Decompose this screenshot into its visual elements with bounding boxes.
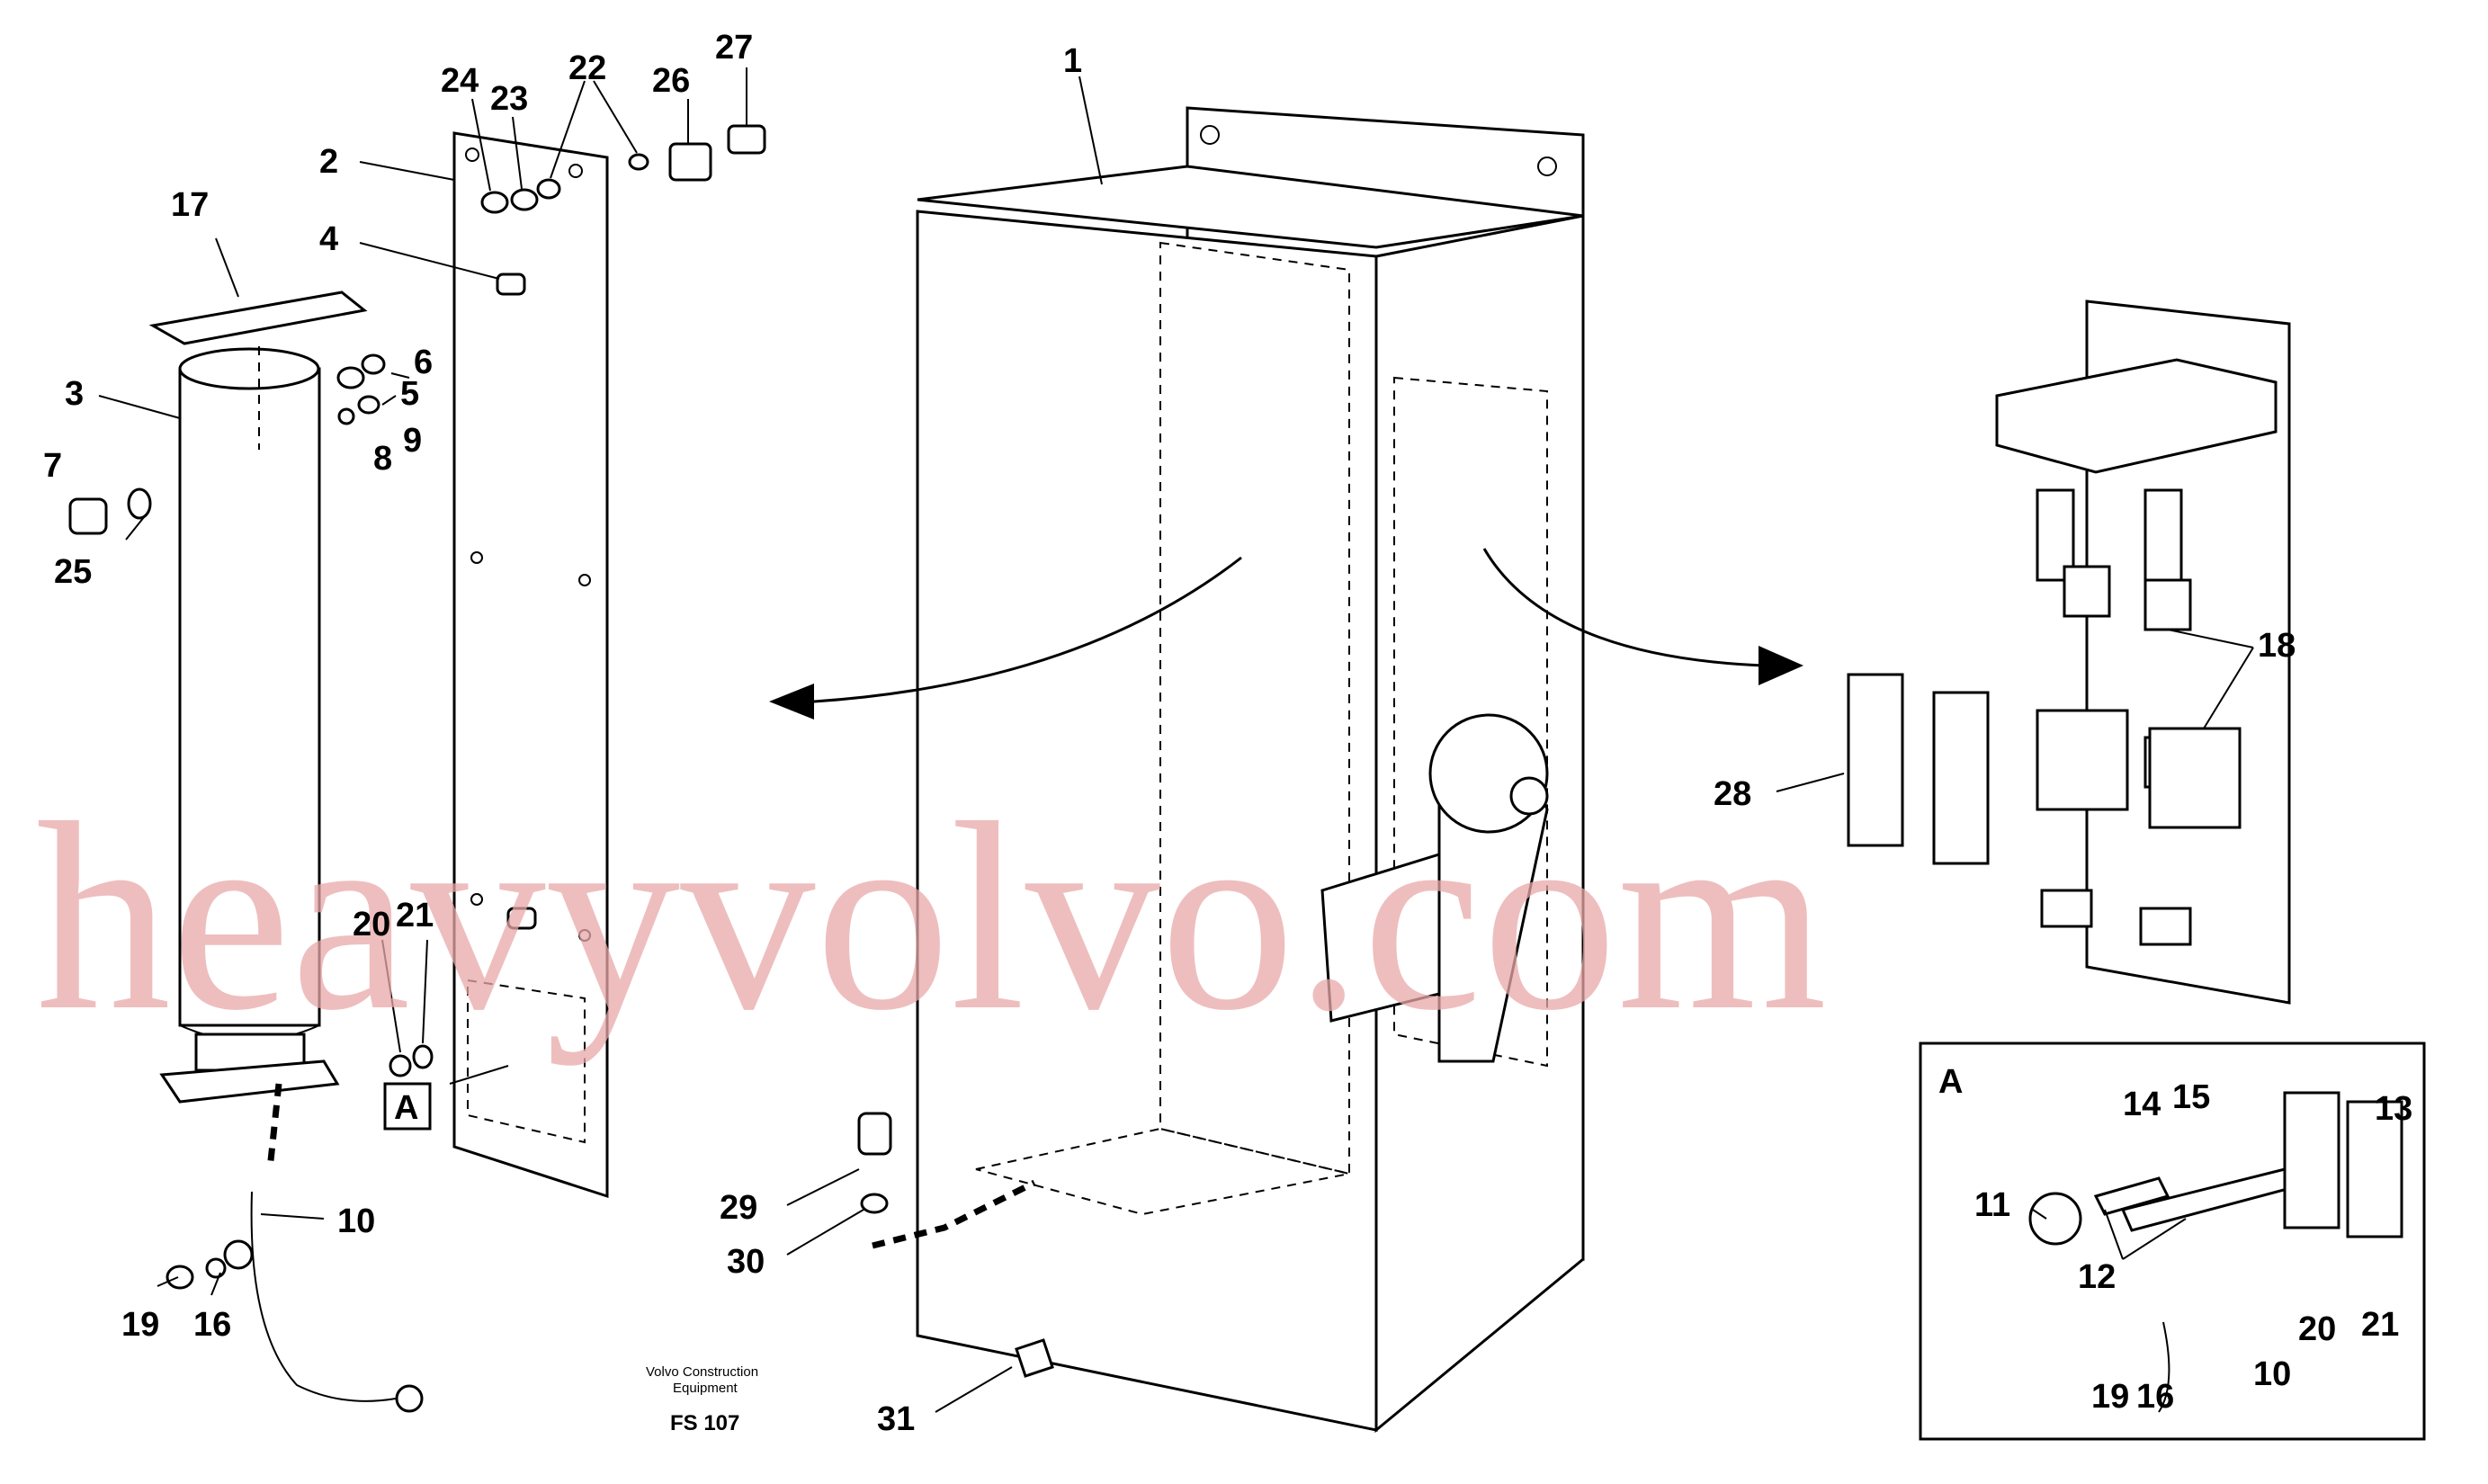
callout-1: 1 xyxy=(1063,42,1082,80)
callout-14: 14 xyxy=(2123,1086,2161,1123)
callout-31: 31 xyxy=(877,1400,915,1438)
view-marker: A xyxy=(394,1089,418,1127)
callout-8: 8 xyxy=(373,440,392,478)
credit-line-2: Equipment xyxy=(673,1381,738,1396)
callout-25: 25 xyxy=(54,553,92,591)
callout-6: 6 xyxy=(414,344,433,381)
callout-10: 10 xyxy=(337,1202,375,1240)
callout-20-inset: 20 xyxy=(2298,1310,2336,1348)
callout-13: 13 xyxy=(2375,1090,2412,1128)
callout-23: 23 xyxy=(490,80,528,118)
callout-20: 20 xyxy=(353,906,390,943)
callout-5: 5 xyxy=(400,375,419,413)
callout-7: 7 xyxy=(43,447,62,485)
callout-21: 21 xyxy=(396,897,434,934)
callout-16: 16 xyxy=(193,1306,231,1344)
callout-9: 9 xyxy=(403,422,422,460)
callout-26: 26 xyxy=(652,62,690,100)
callout-4: 4 xyxy=(319,220,338,258)
callout-11: 11 xyxy=(1974,1186,2010,1224)
view-marker-box xyxy=(383,1082,432,1131)
callout-10-inset: 10 xyxy=(2253,1355,2291,1393)
callout-19-inset: 19 xyxy=(2091,1378,2129,1416)
credit-line-1: Volvo Construction xyxy=(646,1364,758,1380)
detail-inset xyxy=(1919,1041,2426,1441)
callout-19: 19 xyxy=(121,1306,159,1344)
callout-17: 17 xyxy=(171,186,209,224)
figure-code: FS 107 xyxy=(670,1411,739,1435)
callout-18: 18 xyxy=(2258,627,2296,665)
capacitor xyxy=(148,291,368,1104)
callout-22: 22 xyxy=(568,49,606,87)
callout-21-inset: 21 xyxy=(2361,1306,2399,1344)
arrow-right-head xyxy=(1759,646,1803,685)
small-parts xyxy=(68,124,1054,1378)
callout-12: 12 xyxy=(2078,1258,2116,1296)
callout-28: 28 xyxy=(1714,775,1751,813)
callout-29: 29 xyxy=(720,1189,757,1227)
cable-10 xyxy=(250,1191,397,1402)
callout-27: 27 xyxy=(715,29,753,67)
callout-15: 15 xyxy=(2172,1078,2210,1116)
cabinet xyxy=(916,106,1585,1434)
callout-2: 2 xyxy=(319,143,338,181)
arrow-left xyxy=(813,556,1242,703)
callout-16-inset: 16 xyxy=(2136,1378,2174,1416)
callout-30: 30 xyxy=(727,1243,765,1281)
leader-lines xyxy=(98,67,2254,1413)
contactor-assembly xyxy=(1847,299,2291,1005)
back-plate xyxy=(452,131,609,1199)
callout-3: 3 xyxy=(65,375,84,413)
callout-24: 24 xyxy=(441,62,479,100)
arrow-right xyxy=(1482,548,1764,667)
watermark: heavyvolvo.com xyxy=(36,767,1827,1067)
inset-marker: A xyxy=(1938,1063,1963,1101)
arrow-left-head xyxy=(769,684,814,720)
